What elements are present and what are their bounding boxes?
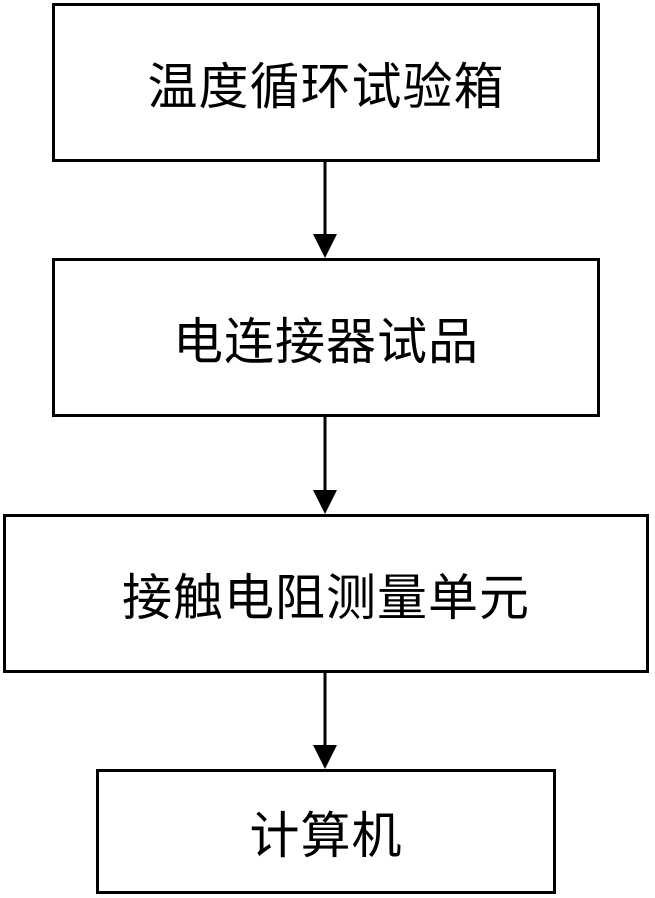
node-temperature-cycling-chamber: 温度循环试验箱 <box>52 3 600 162</box>
node-label: 电连接器试品 <box>173 312 479 371</box>
node-label: 温度循环试验箱 <box>147 57 505 116</box>
edge-measurement-to-computer <box>313 673 337 769</box>
edge-chamber-to-specimen <box>313 162 337 258</box>
node-computer: 计算机 <box>96 769 556 894</box>
node-contact-resistance-unit: 接触电阻测量单元 <box>3 514 649 673</box>
node-label: 计算机 <box>249 806 403 865</box>
edge-specimen-to-measurement <box>313 417 337 514</box>
node-connector-specimen: 电连接器试品 <box>52 258 600 417</box>
node-label: 接触电阻测量单元 <box>122 568 530 627</box>
